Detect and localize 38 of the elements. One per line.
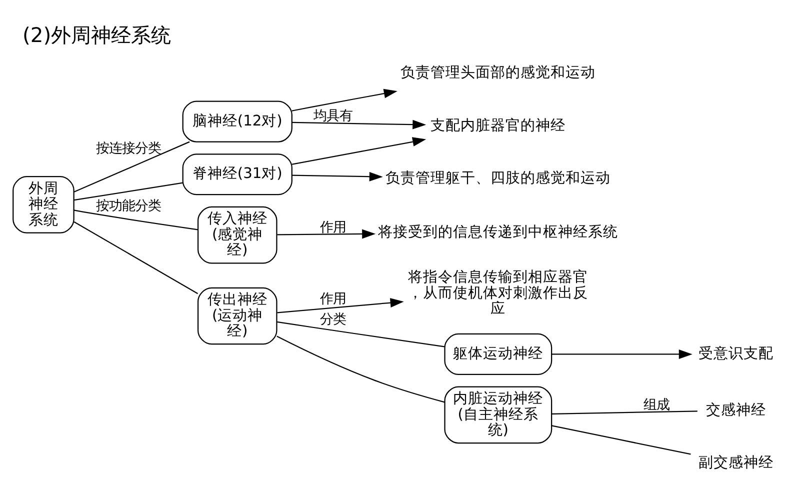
node-box: 内脏运动神经(自主神经系统) <box>444 386 552 444</box>
connector <box>74 209 198 230</box>
connector <box>74 182 183 200</box>
node-text: 负责管理躯干、四肢的感觉和运动 <box>386 169 611 186</box>
connector <box>277 320 444 347</box>
node-text: 副交感神经 <box>698 454 774 471</box>
edge-label: 作用 <box>320 218 346 235</box>
node-text: 将指令信息传输到相应器官，从而使机体对刺激作出反应 <box>408 268 588 317</box>
arrow <box>277 228 376 238</box>
node-box: 传入神经(感觉神经) <box>197 206 278 264</box>
connector <box>552 410 698 414</box>
arrow <box>552 349 692 358</box>
node-text: 交感神经 <box>706 400 766 418</box>
arrow <box>292 171 383 181</box>
connector <box>552 424 691 454</box>
edge-label: 作用 <box>320 290 346 307</box>
node-box: 脑神经(12对) <box>182 100 292 142</box>
node-box: 外周神经系统 <box>12 176 74 233</box>
edge-label: 组成 <box>644 396 670 412</box>
arrow <box>277 298 404 313</box>
node-text: 负责管理头面部的感觉和运动 <box>400 64 596 81</box>
arrow <box>292 88 398 111</box>
diagram-title: (2)外周神经系统 <box>22 22 172 47</box>
arrow <box>292 119 426 129</box>
arrow <box>292 136 426 164</box>
node-box: 脊神经(31对) <box>182 153 292 195</box>
connector <box>74 220 198 294</box>
node-box: 躯体运动神经 <box>444 332 552 375</box>
edge-label: 按功能分类 <box>96 197 161 214</box>
connector <box>276 335 445 402</box>
edge-label: 分类 <box>320 310 346 327</box>
node-box: 传出神经(运动神经) <box>197 286 278 344</box>
node-text: 将接受到的信息传递到中枢神经系统 <box>378 223 618 240</box>
node-text: 支配内脏器官的神经 <box>430 116 566 134</box>
edge-label: 均具有 <box>313 107 352 124</box>
edge-label: 按连接分类 <box>96 140 161 156</box>
node-text: 受意识支配 <box>698 344 774 362</box>
connector <box>74 140 190 192</box>
